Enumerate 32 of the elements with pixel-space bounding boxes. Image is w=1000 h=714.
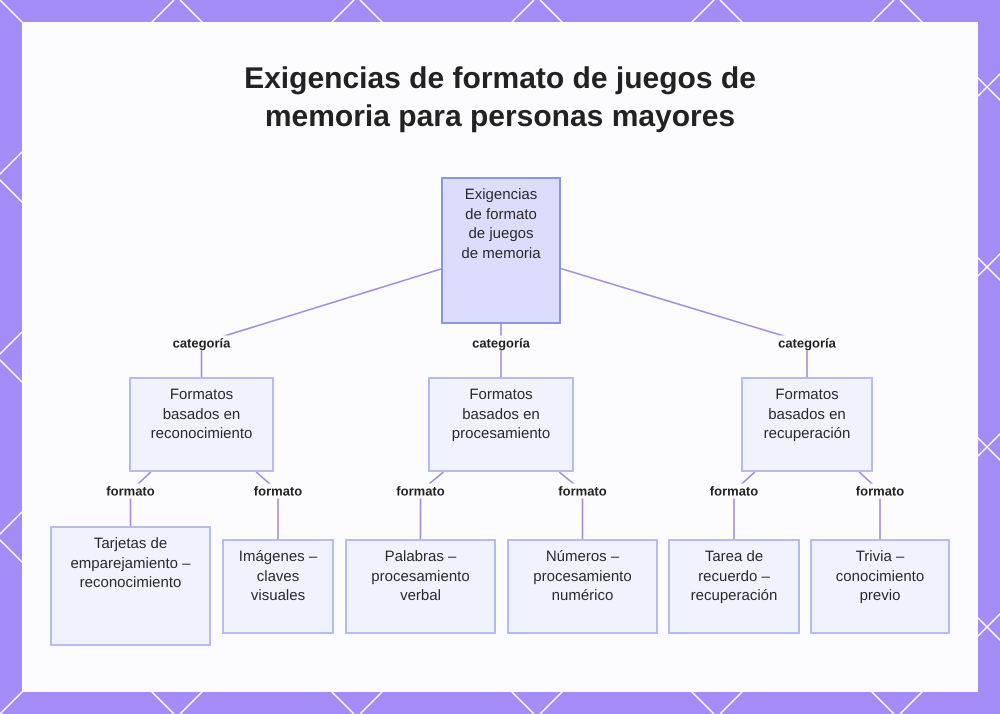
connector-line [560,268,808,377]
box-text: Exigencias de formato de juegos de memoria [460,185,542,263]
concept-box [428,377,574,472]
connector-line [200,268,442,377]
edge-label: categoría [777,336,837,350]
title: Exigencias de formato de juegos de memoria para personas mayores [243,61,757,135]
box-text: Formatos basados en procesamiento [450,385,552,444]
box-text: Trivia – conocimiento previo [834,547,926,606]
box-text: Tarjetas de emparejamiento – reconocimiento [69,534,192,592]
edge-label: formato [854,484,906,498]
box-text: Tarea de recuerdo – recuperación [690,547,778,606]
concept-box [50,526,211,646]
edge-label: formato [105,484,156,498]
edge-label: categoría [471,336,531,350]
concept-box [810,539,950,634]
edge-label: formato [252,484,304,498]
box-text: Formatos basados en recuperación [762,385,852,444]
box-text: Imágenes – claves visuales [238,547,318,606]
concept-box [507,539,658,634]
edge-label: formato [395,484,446,498]
concept-box [668,539,800,634]
edge-label: categoría [172,336,232,350]
box-text: Palabras – procesamiento verbal [370,547,471,606]
concept-box [741,377,873,472]
concept-box [222,539,334,634]
concept-box [129,377,274,472]
concept-box [345,539,496,634]
edge-label: formato [557,484,608,498]
edge-label: formato [708,484,760,498]
root-box [441,177,561,324]
box-text: Formatos basados en reconocimiento [150,385,254,444]
box-text: Números – procesamiento numérico [532,547,633,606]
